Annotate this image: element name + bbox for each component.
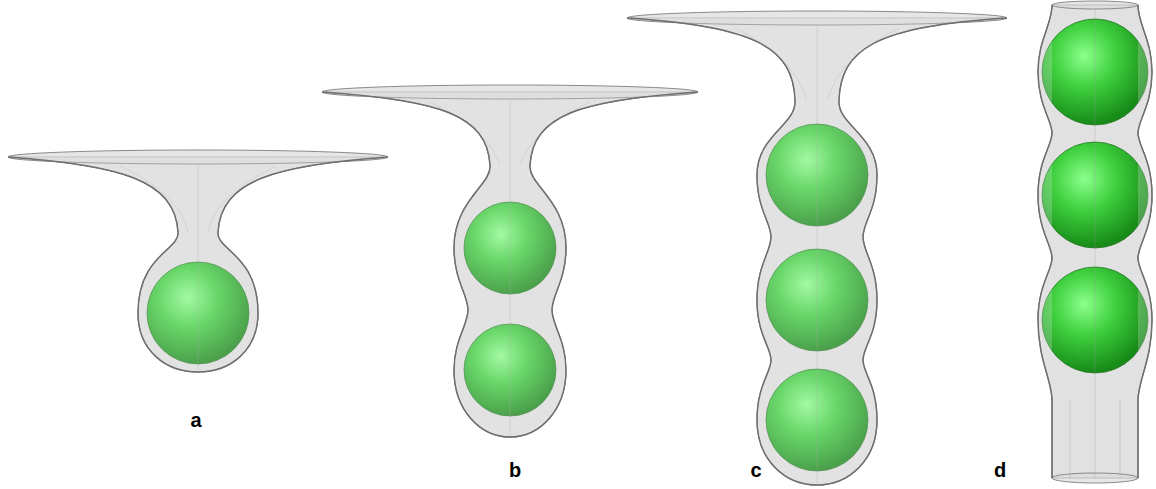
tube-b [322,85,698,437]
tube-c [627,11,1007,485]
panel-letter: c [750,459,761,482]
panel-letter: a [190,409,201,432]
tube-d [1038,1,1152,483]
panel-letter: b [509,459,521,482]
tube-a [8,150,388,372]
panel-letter: d [994,459,1006,482]
